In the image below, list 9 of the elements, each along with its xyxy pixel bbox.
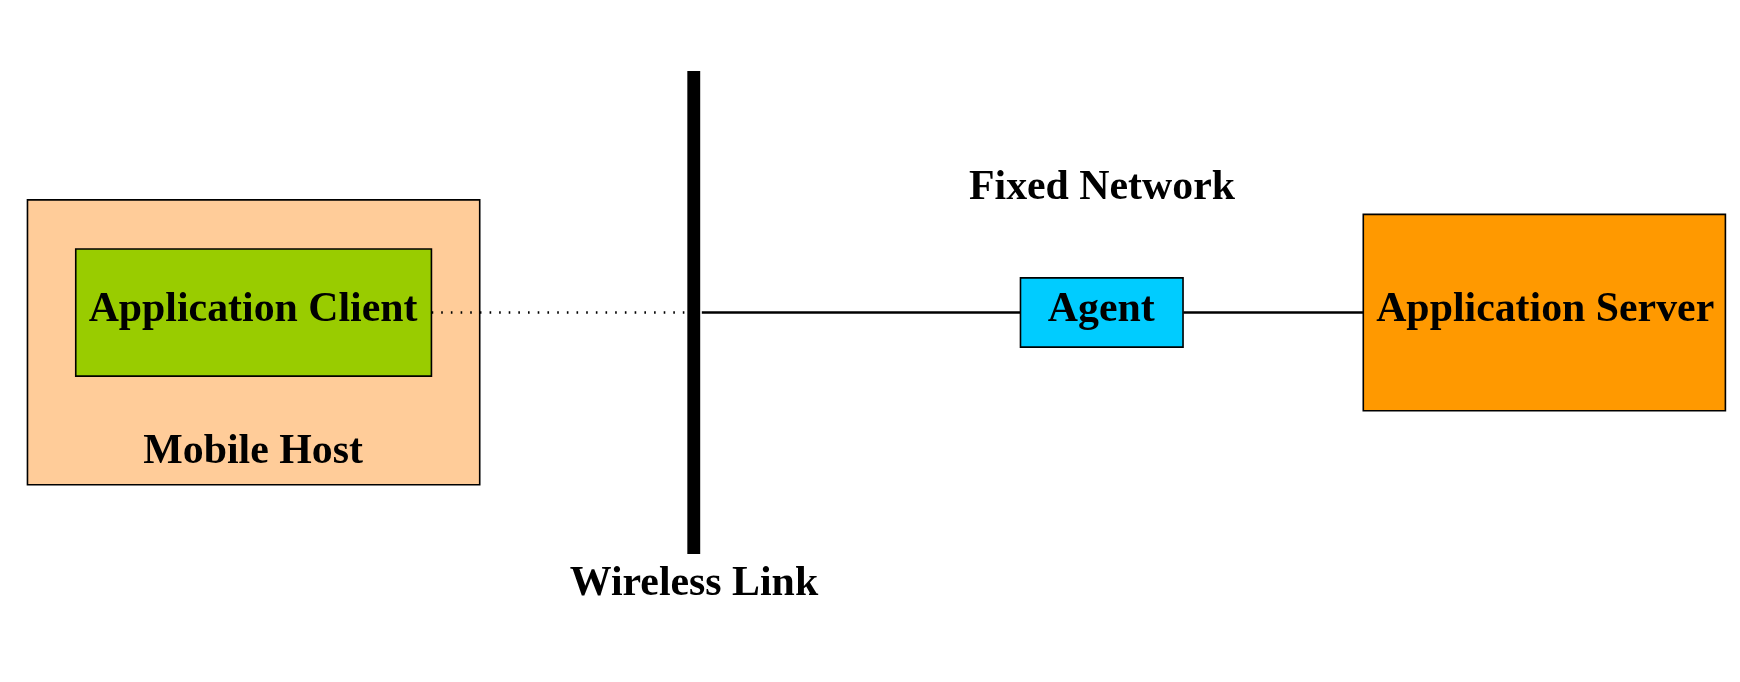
node-label: Wireless Link xyxy=(569,557,819,604)
label: Fixed Network xyxy=(968,161,1236,208)
node-box: Agent xyxy=(1019,276,1184,348)
node-box xyxy=(687,70,701,554)
node-box: Application Client xyxy=(74,247,433,377)
connector xyxy=(701,310,1021,314)
connector xyxy=(1183,310,1363,314)
node-box: Application Server xyxy=(1362,213,1727,411)
connector xyxy=(431,310,686,314)
